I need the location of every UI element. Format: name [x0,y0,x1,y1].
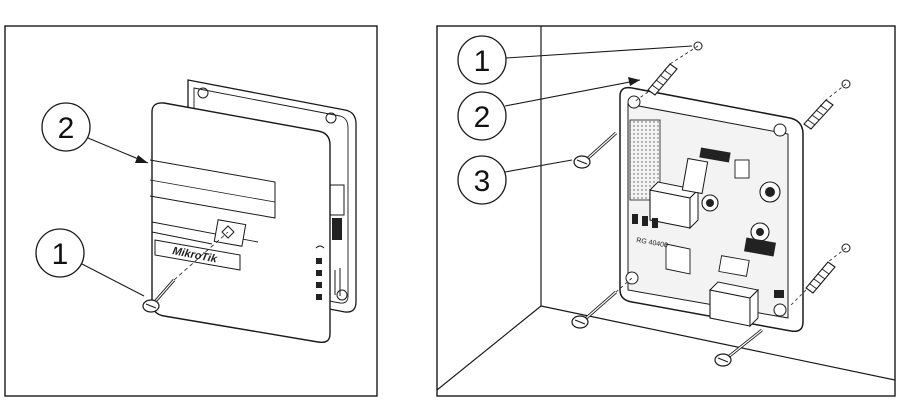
left-panel: MikroTik 2 1 [4,25,378,397]
screw-right-bottom-left [571,277,633,329]
left-panel-frame [4,25,378,397]
callout-right-3: 3 [457,155,573,205]
right-panel-frame [436,25,896,397]
front-cover: MikroTik [149,102,331,344]
callout-right-3-number: 3 [474,165,491,198]
anchor-top-left [633,41,703,103]
callout-left-2: 2 [41,102,149,164]
callout-left-1-number: 1 [52,238,69,271]
screw-left [142,231,229,313]
callout-right-1-number: 1 [474,45,491,78]
anchor-bottom-right [789,243,851,307]
screw-right-upper [573,131,618,169]
callout-right-1: 1 [457,35,693,85]
callout-right-2: 2 [457,77,641,141]
screw-right-bottom [714,328,763,367]
callout-left-2-number: 2 [58,112,75,145]
pcb-backplate: RG 40400 [619,86,804,333]
right-panel: RG 40400 [436,25,896,397]
callout-right-2-number: 2 [474,101,491,134]
anchor-top-right [803,79,851,130]
callout-left-1: 1 [35,228,145,297]
